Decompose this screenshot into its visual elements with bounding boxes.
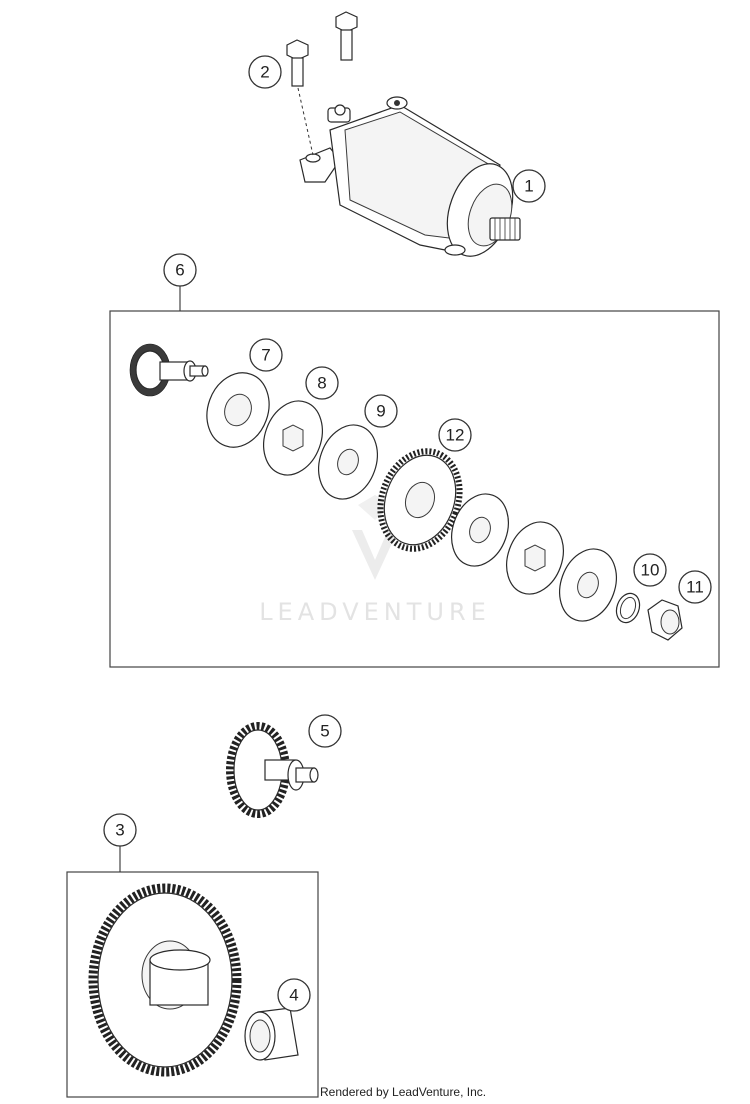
washer-7[interactable] bbox=[197, 364, 279, 456]
washer-b[interactable] bbox=[497, 514, 573, 602]
pinion-shaft[interactable] bbox=[129, 343, 209, 397]
watermark-logo-icon bbox=[352, 530, 398, 580]
nut-11[interactable] bbox=[647, 599, 683, 641]
idler-gear-5[interactable] bbox=[226, 722, 319, 818]
assembly-box-3 bbox=[66, 871, 319, 1098]
callout-label: 2 bbox=[260, 63, 269, 82]
callout-label: 11 bbox=[686, 578, 704, 597]
mounting-bolts[interactable] bbox=[286, 11, 358, 156]
watermark-text: LEADVENTURE bbox=[259, 598, 491, 626]
washer-9[interactable] bbox=[309, 417, 388, 508]
callout-7[interactable]: 7 bbox=[249, 338, 283, 372]
callout-label: 12 bbox=[446, 426, 465, 445]
callout-6[interactable]: 6 bbox=[163, 253, 197, 287]
callout-4[interactable]: 4 bbox=[277, 978, 311, 1012]
callout-label: 1 bbox=[524, 177, 533, 196]
washer-8[interactable] bbox=[254, 393, 333, 484]
gear-12[interactable] bbox=[367, 440, 473, 560]
washer-a[interactable] bbox=[442, 486, 518, 574]
callout-label: 5 bbox=[320, 722, 329, 741]
starter-motor[interactable] bbox=[299, 96, 525, 265]
bolt-left bbox=[286, 39, 314, 156]
callout-12[interactable]: 12 bbox=[438, 418, 472, 452]
callout-label: 10 bbox=[641, 561, 660, 580]
bolt-right bbox=[335, 11, 358, 61]
callout-3[interactable]: 3 bbox=[103, 813, 137, 847]
washer-c[interactable] bbox=[550, 541, 626, 629]
needle-bearing-4[interactable] bbox=[244, 1007, 299, 1061]
assembly-box-6 bbox=[109, 310, 720, 668]
callout-9[interactable]: 9 bbox=[364, 394, 398, 428]
callout-8[interactable]: 8 bbox=[305, 366, 339, 400]
callout-label: 9 bbox=[376, 402, 385, 421]
snap-ring-10[interactable] bbox=[613, 590, 644, 626]
watermark: LEADVENTURE bbox=[259, 495, 491, 626]
callout-label: 8 bbox=[317, 374, 326, 393]
render-credit: Rendered by LeadVenture, Inc. bbox=[320, 1085, 487, 1099]
callout-label: 3 bbox=[115, 821, 124, 840]
callout-1[interactable]: 1 bbox=[512, 169, 546, 203]
callout-label: 4 bbox=[289, 986, 298, 1005]
starter-gear-3[interactable] bbox=[88, 883, 242, 1077]
callout-2[interactable]: 2 bbox=[248, 55, 282, 89]
callout-5[interactable]: 5 bbox=[308, 714, 342, 748]
callout-11[interactable]: 11 bbox=[678, 570, 712, 604]
callout-10[interactable]: 10 bbox=[633, 553, 667, 587]
callout-label: 7 bbox=[261, 346, 270, 365]
callout-label: 6 bbox=[175, 261, 184, 280]
